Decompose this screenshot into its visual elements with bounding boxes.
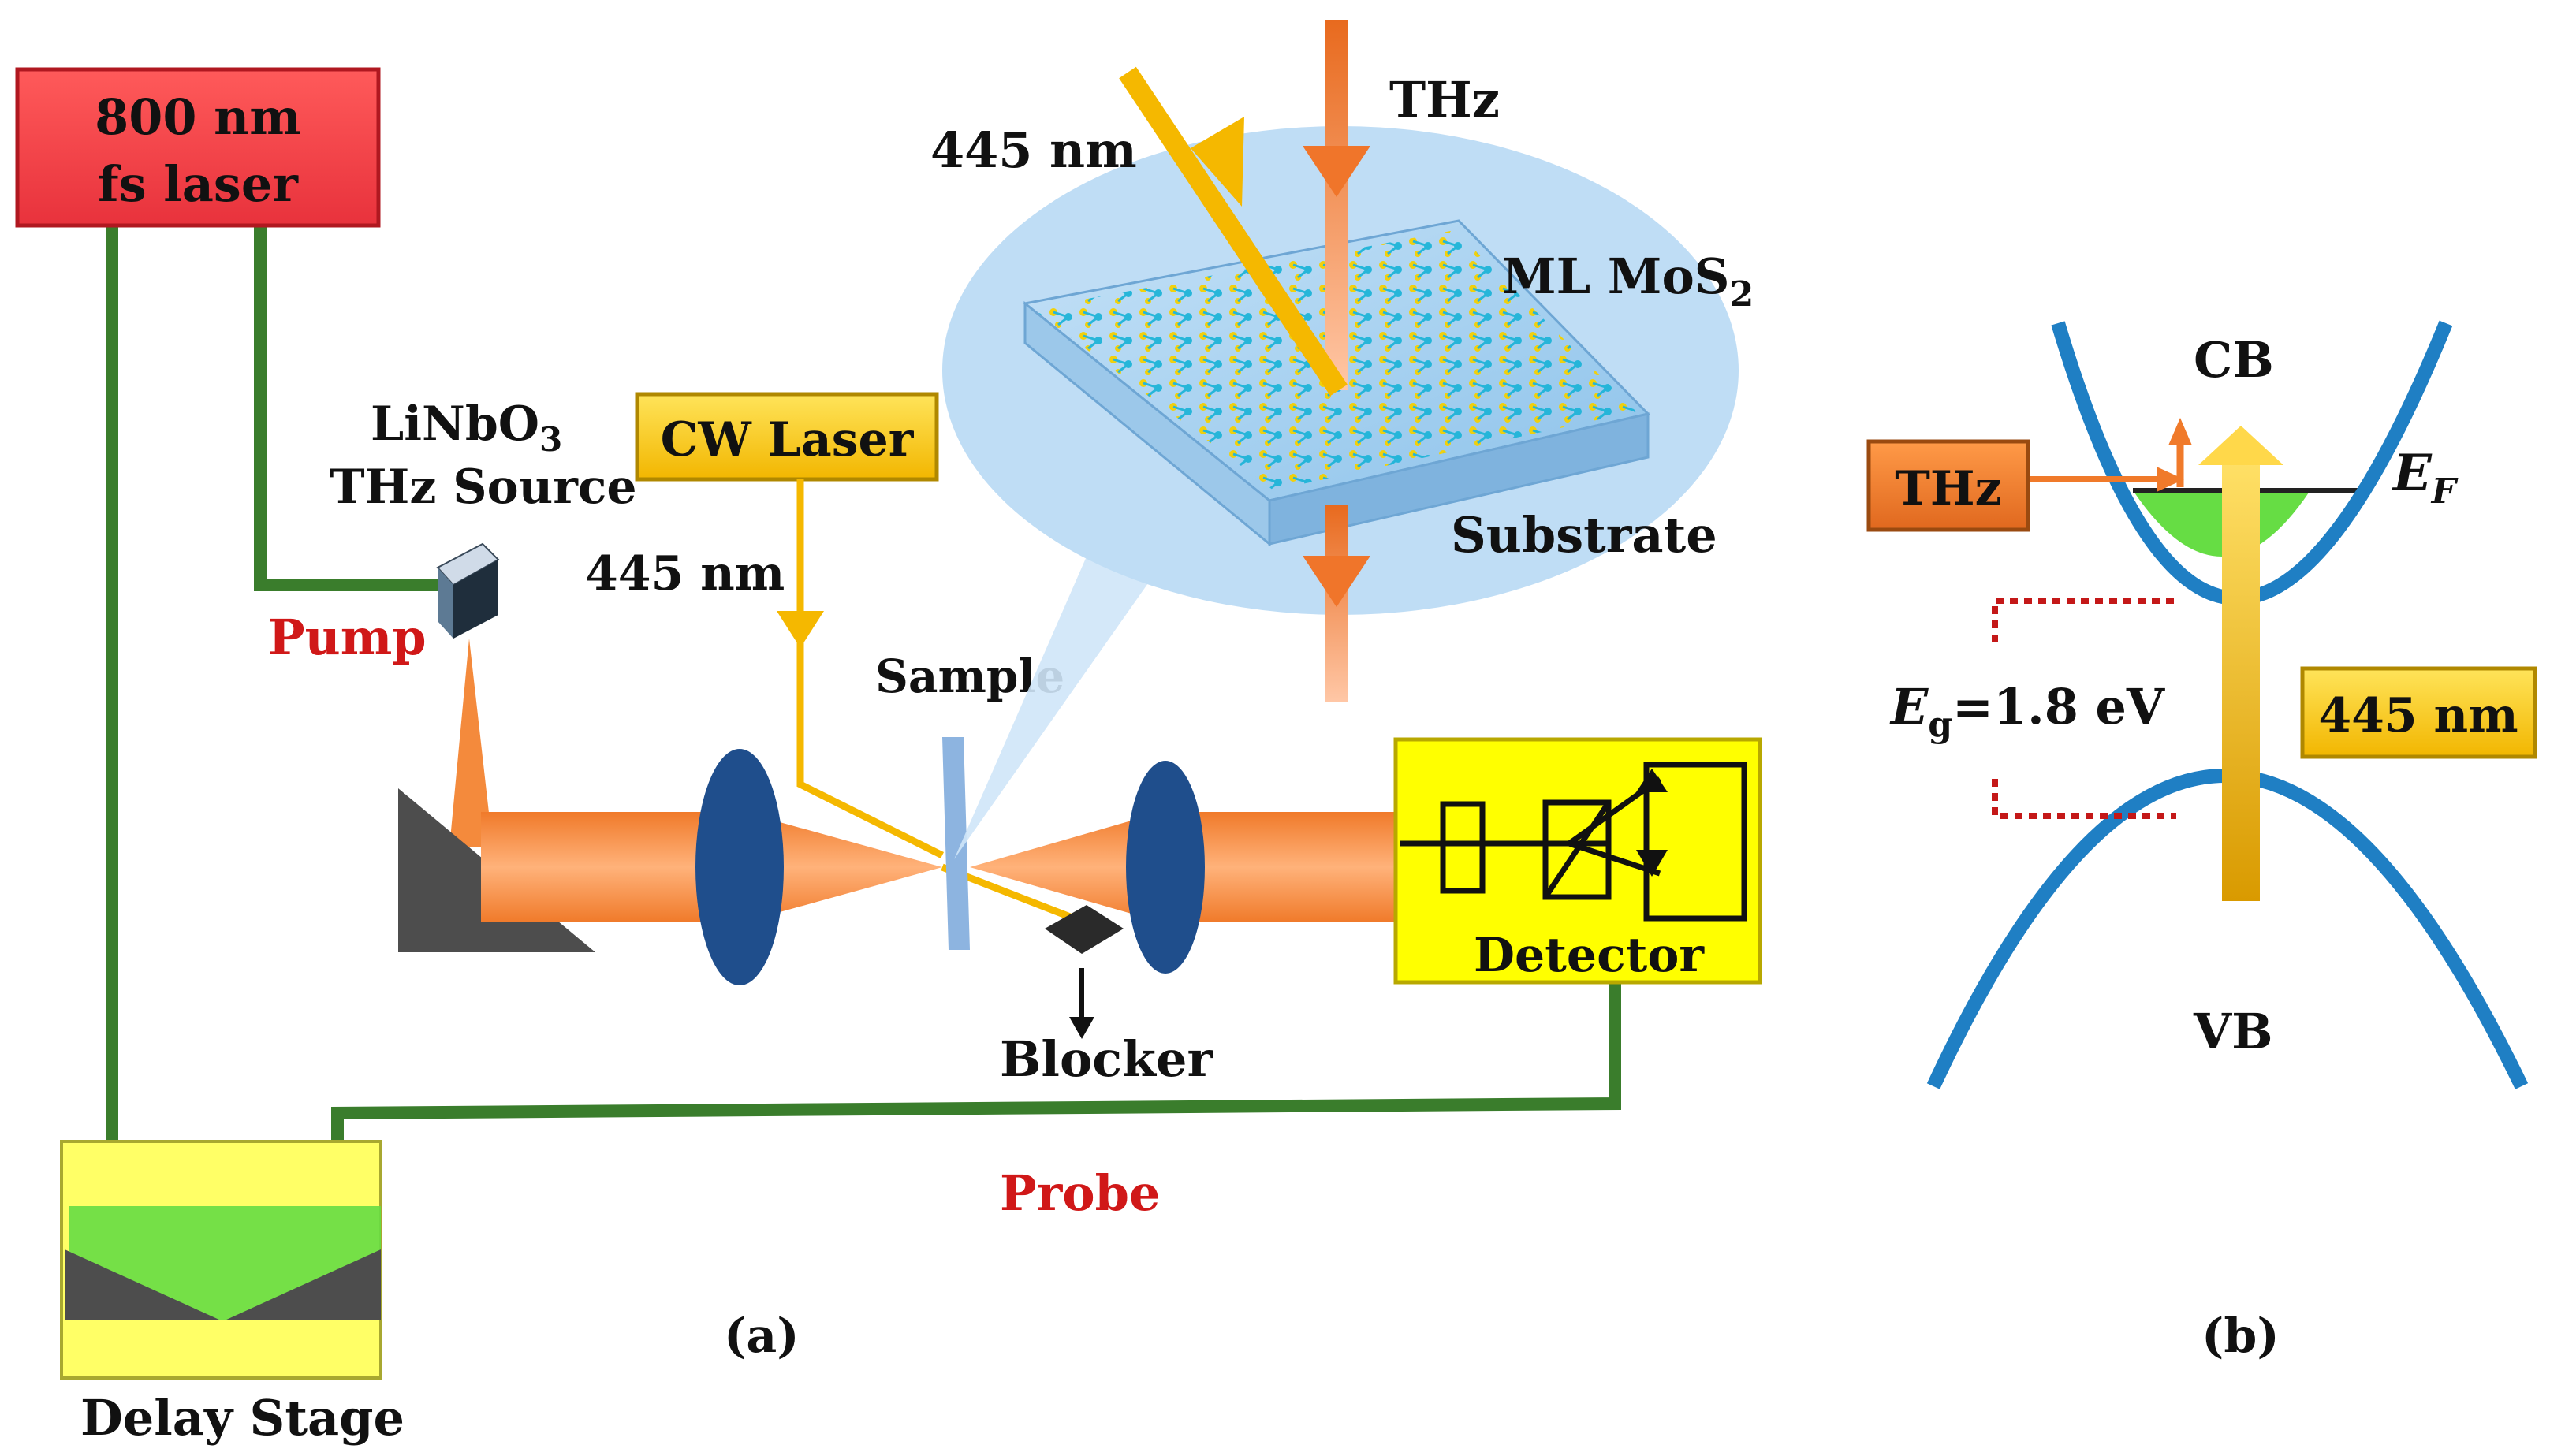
panel-b-caption: (b) [2201,1309,2280,1364]
detector-box: Detector [1393,737,1762,985]
vb-label: VB [2193,1003,2273,1060]
probe-label: Probe [1000,1164,1160,1222]
pump-path [254,225,457,591]
delay-stage [60,1140,382,1380]
thz-beam-to-detector [1183,812,1419,922]
blocker-label: Blocker [1000,1030,1213,1088]
linbo3-crystal [436,542,500,639]
panel-a-caption: (a) [724,1309,800,1364]
fermi-sea [2133,490,2310,557]
bandgap-label: Eg=1.8 eV [1889,678,2165,745]
thz-box-b: THz [1866,439,2030,532]
inset-thz-label: THz [1389,71,1500,128]
fs-laser-box: 800 nm fs laser [15,67,381,228]
excitation-arrow-shaft [2222,461,2260,901]
fermi-level-label: EF [2392,444,2459,512]
cw-laser-box: CW Laser [635,392,939,482]
inset-substrate-label: Substrate [1451,506,1717,564]
pump-box-b: 445 nm [2300,666,2537,759]
inset-pump-label: 445 nm [930,121,1137,179]
thz-beam-to-mirror [449,639,493,847]
thz-beam-focus-out [970,810,1167,924]
inset-thz-arrow-in [1303,146,1370,197]
pump-box-b-label: 445 nm [2318,688,2518,743]
thz-intraband-arrow-head [2168,418,2192,445]
thz-beam-focus-in [737,810,942,924]
thz-source-line2: THz Source [330,460,637,515]
thz-pointer-head [2157,467,2184,492]
blocker [1045,905,1124,954]
cw-laser-label: CW Laser [661,412,915,467]
delay-stage-label: Delay Stage [80,1389,404,1447]
detector-label: Detector [1474,928,1705,983]
cb-label: CB [2194,331,2274,389]
sample-plate [942,737,970,950]
inset-thz-beam-in [1325,20,1348,390]
fs-laser-line2: fs laser [98,155,299,213]
excitation-arrow-head [2198,426,2283,465]
blocker-pointer-head [1069,1017,1094,1039]
thz-source-line1: LiNbO3 [371,397,562,459]
lens-right [1126,761,1205,974]
thz-beam-collimated [481,812,718,922]
bandgap-marker [1992,598,2176,819]
inset-thz-arrow-out [1303,556,1370,607]
inset-pump-beam [1119,66,1348,397]
fs-laser-line1: 800 nm [95,88,301,146]
pump-label: Pump [268,609,427,666]
lens-left [695,749,784,985]
cw-beam-arrow [777,611,824,648]
inset-pump-arrow [1191,117,1244,207]
thz-box-b-label: THz [1895,461,2001,516]
cw-wavelength-label: 445 nm [585,546,785,601]
inset-material-label: ML MoS2 [1502,248,1754,315]
